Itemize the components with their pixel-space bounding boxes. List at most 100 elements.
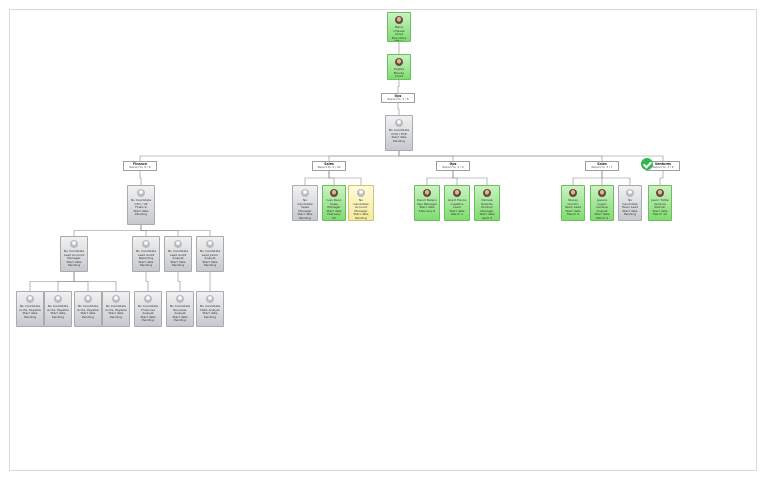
department-report-count: Report to: 4 / 9 bbox=[442, 165, 464, 169]
node-name: Jessica Logan Venture Analyst bbox=[596, 198, 608, 213]
connector-d4-v3 bbox=[601, 171, 631, 185]
placeholder-person-icon bbox=[301, 189, 309, 197]
node-name: No Candidate Financial Analyst bbox=[137, 304, 159, 316]
connector-exec-ops bbox=[397, 80, 400, 93]
placeholder-person-icon bbox=[54, 295, 62, 303]
placeholder-person-icon bbox=[626, 189, 634, 197]
person-photo-icon bbox=[330, 189, 338, 197]
connector-f4-f11 bbox=[177, 272, 181, 291]
node-start-date: Start date February 22 bbox=[326, 208, 342, 220]
node-name: Ivan Reno Sales Manager bbox=[326, 198, 342, 210]
placeholder-person-icon bbox=[84, 295, 92, 303]
node-start-date: Start date March 1 bbox=[449, 208, 465, 217]
connector-d3-o3 bbox=[452, 171, 488, 185]
node-start-date: Start date March 9 bbox=[594, 212, 610, 220]
node-name: Grant Pierce Logistics Lead bbox=[447, 198, 467, 210]
connector-f1-f2 bbox=[73, 225, 142, 236]
node-name: Stacey Gordon Team Lead bbox=[564, 198, 582, 210]
department-name: Ops bbox=[394, 94, 402, 98]
person-photo-icon bbox=[423, 189, 431, 197]
node-name: No Candidate Lead Junior Analyst bbox=[199, 249, 221, 261]
node-name: No Candidate Team Lead bbox=[621, 198, 639, 210]
node-name: Sophie Brooks bbox=[393, 67, 405, 75]
node-name: No Candidate Sales Manager bbox=[297, 198, 313, 213]
department-report-count: Report to: 3 / 7 bbox=[591, 165, 613, 169]
node-name: Pamela Roberts Product Manager bbox=[480, 198, 494, 213]
placeholder-person-icon bbox=[70, 240, 78, 248]
department-name: Finance bbox=[132, 162, 147, 166]
placeholder-person-icon bbox=[112, 295, 120, 303]
node-name: No Candidate Lead Audit Analyst bbox=[167, 249, 189, 261]
person-photo-icon bbox=[598, 189, 606, 197]
node-start-date: Start date Pending bbox=[202, 311, 218, 319]
node-start-date: Start date February 8 bbox=[418, 205, 436, 213]
node-name: No Candidate Data Analyst bbox=[199, 304, 221, 312]
department-name: Ops bbox=[449, 162, 457, 166]
connector-ops-vacant_top bbox=[397, 103, 400, 115]
department-name: Ventures bbox=[654, 162, 672, 166]
node-name: No Candidate Accts. Payable bbox=[105, 304, 127, 312]
node-start-date: Start date Pending bbox=[622, 208, 638, 217]
node-start-date: Start date March 9 bbox=[565, 208, 581, 217]
placeholder-person-icon bbox=[174, 240, 182, 248]
node-start-date: Start date Pending bbox=[66, 259, 82, 268]
node-start-date: Start date March 12 bbox=[652, 208, 668, 217]
node-name: No Candidate Accts. Payable bbox=[19, 304, 41, 312]
placeholder-person-icon bbox=[395, 119, 403, 127]
connector-f3-f10 bbox=[145, 272, 149, 291]
node-start-date: Start date Pending bbox=[170, 259, 186, 268]
node-start-date: Start date Pending bbox=[391, 135, 407, 143]
department-report-count: Report to: 3 / 6 bbox=[652, 165, 674, 169]
node-start-date: Start date April 3 bbox=[479, 212, 495, 220]
connector-vacant_top-d2 bbox=[328, 151, 400, 161]
department-name: Sales bbox=[324, 162, 334, 166]
person-photo-icon bbox=[395, 58, 403, 66]
placeholder-person-icon bbox=[137, 189, 145, 197]
node-start-date: Start date Pending bbox=[108, 311, 124, 319]
person-photo-icon bbox=[656, 189, 664, 197]
node-name: No Candidate Accts. Payable bbox=[47, 304, 69, 312]
node-start-date: Start date Pending bbox=[297, 212, 313, 220]
connector-d2-s1 bbox=[304, 171, 330, 185]
node-name: Jason Tuttle Venture Partner bbox=[651, 198, 669, 210]
node-name: No Candidate CFO / VP Finance bbox=[130, 198, 152, 210]
node-start-date: Start date Pending bbox=[172, 314, 188, 323]
person-photo-icon bbox=[483, 189, 491, 197]
connector-f2-f9 bbox=[73, 272, 117, 291]
node-name: No Candidate Accts. Payable bbox=[77, 304, 99, 312]
department-name: Sales bbox=[597, 162, 607, 166]
node-name: No Candidate Lead Audit Reporting bbox=[135, 249, 157, 261]
placeholder-person-icon bbox=[144, 295, 152, 303]
